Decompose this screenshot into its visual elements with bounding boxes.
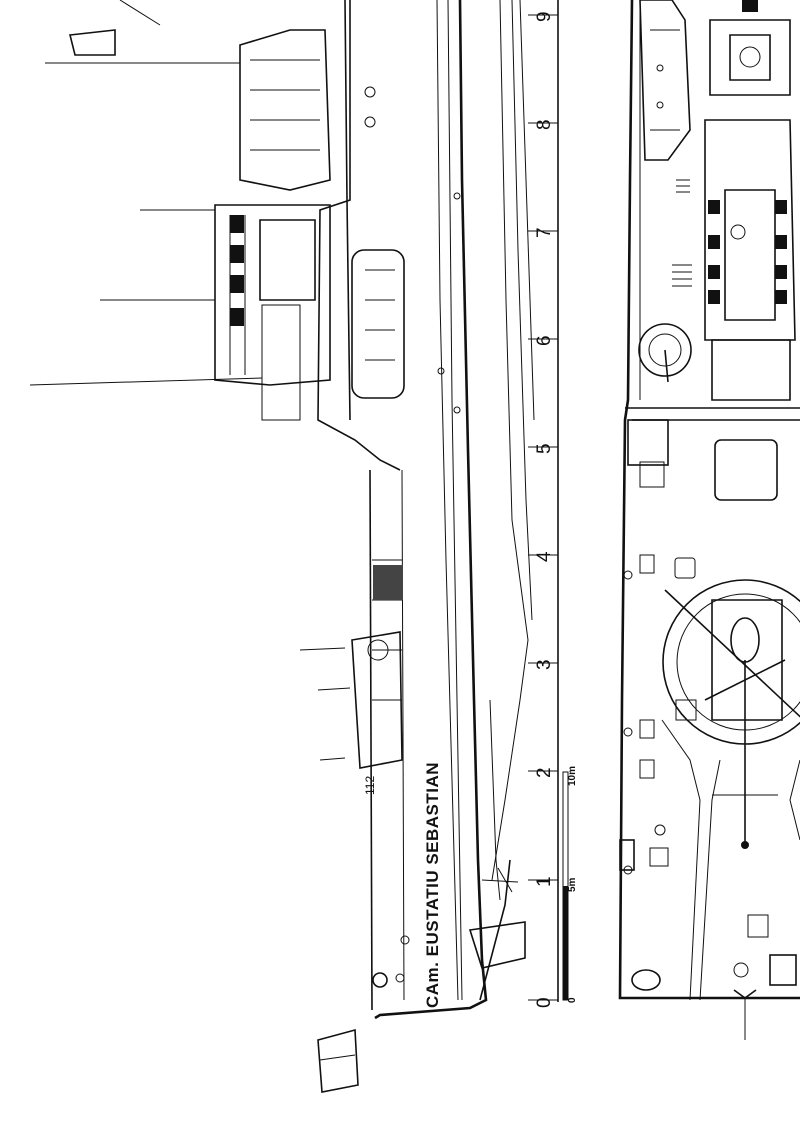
station-6: 6: [534, 335, 555, 346]
station-ruler: 0 1 2 3 4 5 6 7 8 9: [528, 0, 559, 1008]
scale-zero-label: 0: [567, 997, 578, 1003]
station-5: 5: [534, 443, 555, 454]
scale-mid-label: 5m: [567, 877, 578, 892]
station-7: 7: [534, 227, 555, 238]
side-profile: [29, 0, 535, 1093]
deck-plan: [618, 0, 800, 1040]
station-8: 8: [534, 119, 555, 130]
station-9: 9: [534, 11, 555, 22]
scale-end-label: 10m: [567, 766, 578, 786]
hull-number-label: 112: [363, 776, 377, 795]
station-0: 0: [534, 997, 555, 1008]
station-4: 4: [534, 551, 555, 562]
station-2: 2: [534, 767, 555, 778]
ship-name-label: CAm. EUSTATIU SEBASTIAN: [423, 762, 442, 1008]
station-3: 3: [534, 659, 555, 670]
scale-bar: 0 5m 10m: [562, 766, 578, 1003]
station-1: 1: [534, 876, 555, 887]
